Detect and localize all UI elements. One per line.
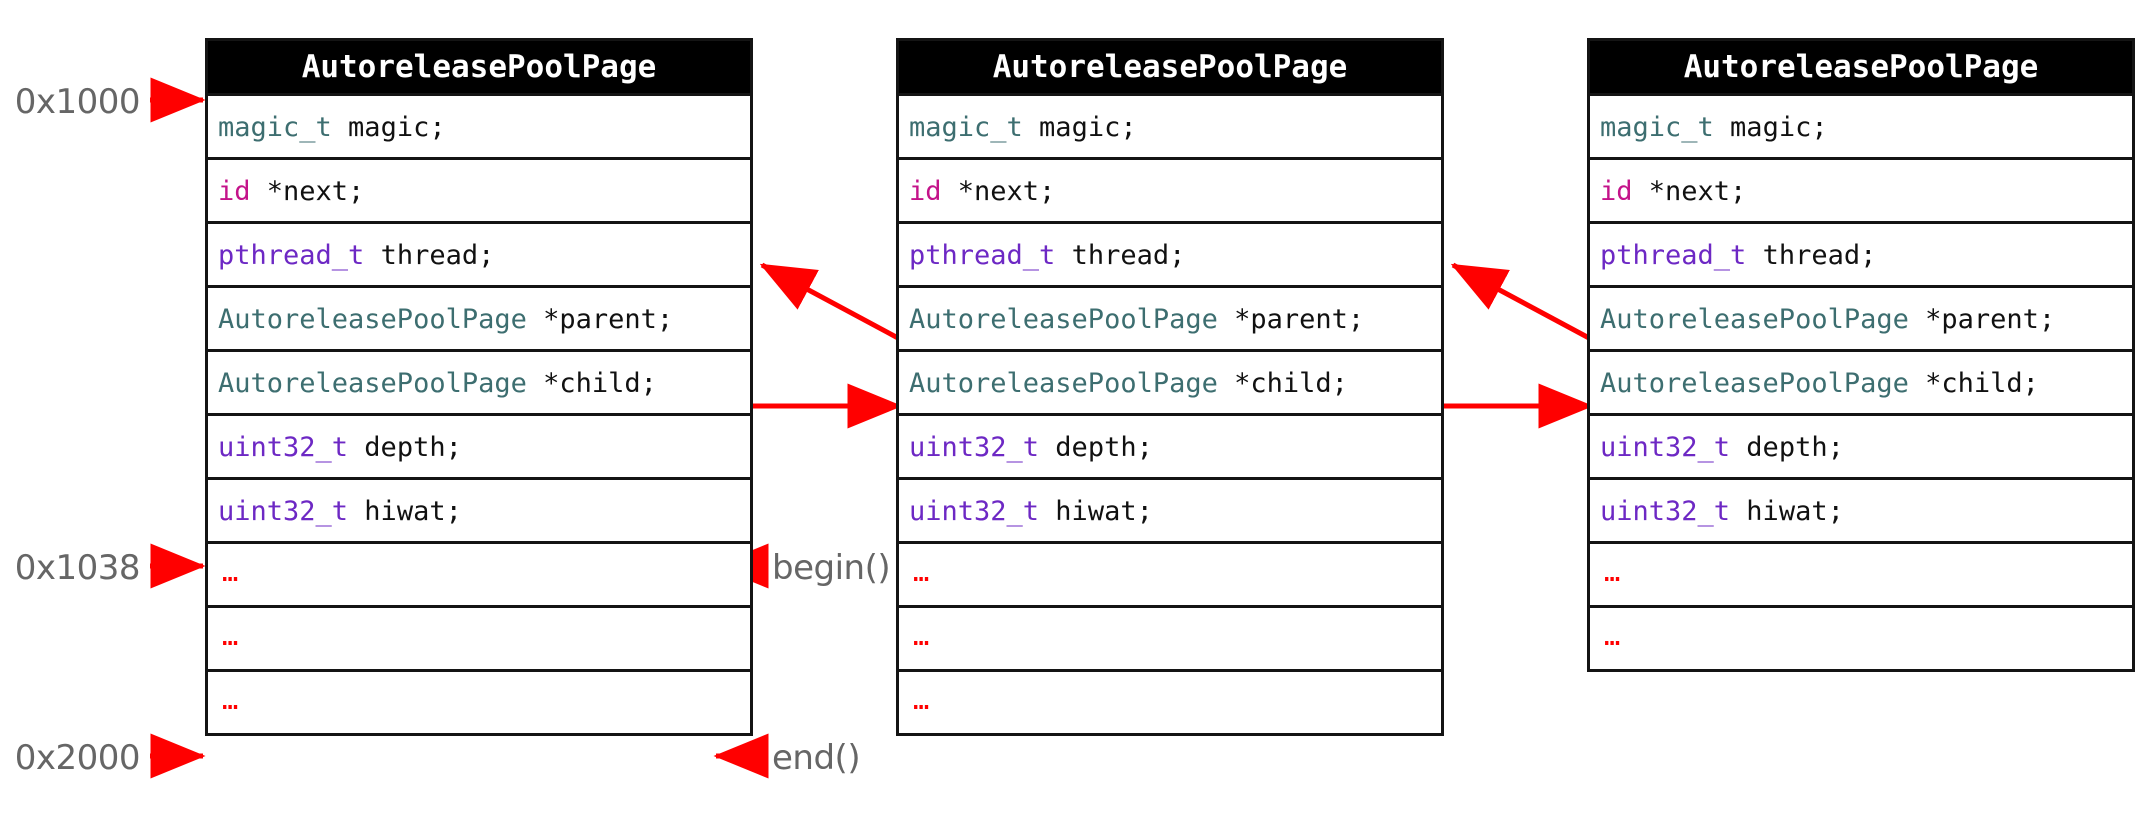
field-type-child: AutoreleasePoolPage	[909, 368, 1218, 399]
field-type-uint32_t-hiwat: uint32_t	[218, 496, 349, 527]
field-name-magic: magic;	[1022, 112, 1137, 143]
address-label-0x2000: 0x2000	[14, 738, 141, 778]
field-row-next: id *next;	[208, 157, 750, 221]
field-row-magic: magic_t magic;	[899, 93, 1441, 157]
field-row-child: AutoreleasePoolPage *child;	[208, 349, 750, 413]
address-label-0x1038: 0x1038	[14, 548, 141, 588]
field-type-uint32_t-hiwat: uint32_t	[909, 496, 1040, 527]
field-type-id: id	[909, 176, 942, 207]
ellipsis-row: …	[1590, 541, 2132, 605]
field-name-hiwat: hiwat;	[348, 496, 462, 527]
field-name-next: *next;	[941, 176, 1056, 207]
field-name-thread: thread;	[364, 240, 495, 271]
field-type-magic_t: magic_t	[218, 112, 332, 143]
field-row-next: id *next;	[899, 157, 1441, 221]
field-type-parent: AutoreleasePoolPage	[909, 304, 1218, 335]
field-name-hiwat: hiwat;	[1039, 496, 1153, 527]
field-row-depth: uint32_t depth;	[208, 413, 750, 477]
field-row-hiwat: uint32_t hiwat;	[899, 477, 1441, 541]
ellipsis-row: …	[899, 541, 1441, 605]
field-name-magic: magic;	[1713, 112, 1828, 143]
parent-pointer-arrow-2	[1450, 262, 1591, 341]
begin-function-label: begin()	[772, 548, 891, 588]
field-row-hiwat: uint32_t hiwat;	[1590, 477, 2132, 541]
field-name-next: *next;	[250, 176, 365, 207]
address-label-0x1000: 0x1000	[14, 82, 141, 122]
field-type-pthread_t: pthread_t	[909, 240, 1056, 271]
ellipsis-row: …	[1590, 605, 2132, 669]
field-row-child: AutoreleasePoolPage *child;	[1590, 349, 2132, 413]
field-type-id: id	[1600, 176, 1633, 207]
field-name-thread: thread;	[1746, 240, 1877, 271]
field-type-child: AutoreleasePoolPage	[1600, 368, 1909, 399]
field-name-child: *child;	[1908, 368, 2039, 399]
field-name-magic: magic;	[331, 112, 446, 143]
page-box-3: AutoreleasePoolPage magic_t magic; id *n…	[1587, 38, 2135, 672]
field-row-thread: pthread_t thread;	[208, 221, 750, 285]
field-type-pthread_t: pthread_t	[218, 240, 365, 271]
page-box-2: AutoreleasePoolPage magic_t magic; id *n…	[896, 38, 1444, 736]
parent-pointer-arrow-1	[759, 262, 900, 341]
field-row-child: AutoreleasePoolPage *child;	[899, 349, 1441, 413]
field-name-parent: *parent;	[526, 304, 674, 335]
field-row-hiwat: uint32_t hiwat;	[208, 477, 750, 541]
ellipsis-row: …	[208, 669, 750, 733]
field-name-depth: depth;	[1039, 432, 1153, 463]
field-row-magic: magic_t magic;	[208, 93, 750, 157]
end-function-label: end()	[772, 738, 861, 778]
field-type-uint32_t-hiwat: uint32_t	[1600, 496, 1731, 527]
page-box-1: AutoreleasePoolPage magic_t magic; id *n…	[205, 38, 753, 736]
ellipsis-row: …	[899, 605, 1441, 669]
ellipsis-row: …	[208, 605, 750, 669]
field-type-uint32_t-depth: uint32_t	[909, 432, 1040, 463]
field-type-pthread_t: pthread_t	[1600, 240, 1747, 271]
field-name-child: *child;	[526, 368, 657, 399]
field-type-uint32_t-depth: uint32_t	[218, 432, 349, 463]
page-box-3-header: AutoreleasePoolPage	[1590, 41, 2132, 93]
field-name-parent: *parent;	[1217, 304, 1365, 335]
field-row-parent: AutoreleasePoolPage *parent;	[208, 285, 750, 349]
field-name-depth: depth;	[348, 432, 462, 463]
field-name-thread: thread;	[1055, 240, 1186, 271]
field-row-parent: AutoreleasePoolPage *parent;	[899, 285, 1441, 349]
page-box-1-header: AutoreleasePoolPage	[208, 41, 750, 93]
field-row-thread: pthread_t thread;	[899, 221, 1441, 285]
field-name-child: *child;	[1217, 368, 1348, 399]
field-row-thread: pthread_t thread;	[1590, 221, 2132, 285]
field-name-next: *next;	[1632, 176, 1747, 207]
field-row-depth: uint32_t depth;	[1590, 413, 2132, 477]
field-name-depth: depth;	[1730, 432, 1844, 463]
page-box-2-header: AutoreleasePoolPage	[899, 41, 1441, 93]
field-type-magic_t: magic_t	[1600, 112, 1714, 143]
ellipsis-row: …	[208, 541, 750, 605]
field-row-next: id *next;	[1590, 157, 2132, 221]
field-name-hiwat: hiwat;	[1730, 496, 1844, 527]
field-row-parent: AutoreleasePoolPage *parent;	[1590, 285, 2132, 349]
field-type-id: id	[218, 176, 251, 207]
field-row-magic: magic_t magic;	[1590, 93, 2132, 157]
ellipsis-row: …	[899, 669, 1441, 733]
field-type-uint32_t-depth: uint32_t	[1600, 432, 1731, 463]
field-type-parent: AutoreleasePoolPage	[218, 304, 527, 335]
field-type-child: AutoreleasePoolPage	[218, 368, 527, 399]
field-row-depth: uint32_t depth;	[899, 413, 1441, 477]
field-type-magic_t: magic_t	[909, 112, 1023, 143]
field-type-parent: AutoreleasePoolPage	[1600, 304, 1909, 335]
field-name-parent: *parent;	[1908, 304, 2056, 335]
